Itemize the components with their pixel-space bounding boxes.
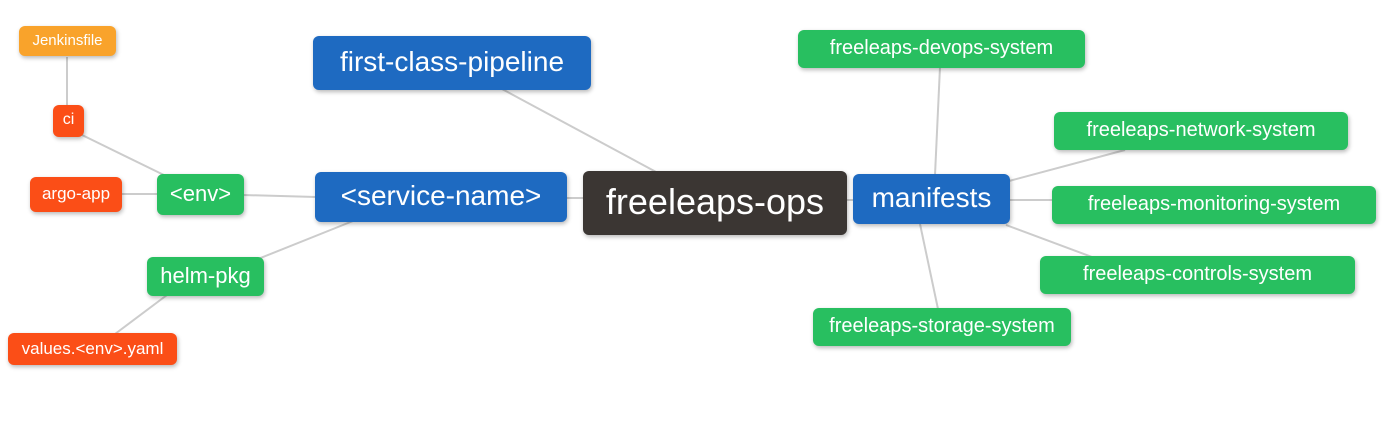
node-service-name[interactable]: <service-name> xyxy=(315,172,567,222)
node-first-class-pipeline[interactable]: first-class-pipeline xyxy=(313,36,591,90)
node-freeleaps-devops-system[interactable]: freeleaps-devops-system xyxy=(798,30,1085,68)
node-label: values.<env>.yaml xyxy=(21,338,164,358)
node-label: first-class-pipeline xyxy=(339,46,565,77)
node-argo-app[interactable]: argo-app xyxy=(30,177,122,212)
node-label: helm-pkg xyxy=(160,262,251,288)
node-label: <service-name> xyxy=(340,180,542,211)
edge-manifests-to-freeleaps-storage-system xyxy=(919,223,939,310)
edge-manifests-to-freeleaps-devops-system xyxy=(934,66,941,176)
edge-ci-to-env xyxy=(79,133,169,178)
node-helm-pkg[interactable]: helm-pkg xyxy=(147,257,264,296)
node-values-env-yaml[interactable]: values.<env>.yaml xyxy=(8,333,177,365)
node-manifests[interactable]: manifests xyxy=(853,174,1010,224)
node-label: argo-app xyxy=(41,184,111,203)
node-label: <env> xyxy=(169,180,232,206)
node-env[interactable]: <env> xyxy=(157,174,244,215)
node-label: freeleaps-controls-system xyxy=(1083,263,1312,285)
node-label: freeleaps-monitoring-system xyxy=(1087,193,1341,215)
node-label: manifests xyxy=(871,182,992,213)
edge-manifests-to-freeleaps-network-system xyxy=(1008,149,1126,182)
node-label: freeleaps-storage-system xyxy=(829,315,1055,337)
edge-helm-pkg-to-values-env-yaml xyxy=(114,294,168,335)
node-label: freeleaps-devops-system xyxy=(829,37,1054,59)
node-freeleaps-controls-system[interactable]: freeleaps-controls-system xyxy=(1040,256,1355,294)
node-label: freeleaps-network-system xyxy=(1086,119,1316,141)
edge-first-class-pipeline-to-freeleaps-ops xyxy=(501,88,659,174)
edge-env-to-service-name xyxy=(242,194,317,198)
node-label: Jenkinsfile xyxy=(32,31,103,49)
node-ci[interactable]: ci xyxy=(53,105,84,137)
node-freeleaps-ops[interactable]: freeleaps-ops xyxy=(583,171,847,235)
node-freeleaps-network-system[interactable]: freeleaps-network-system xyxy=(1054,112,1348,150)
node-freeleaps-storage-system[interactable]: freeleaps-storage-system xyxy=(813,308,1071,346)
edge-manifests-to-freeleaps-controls-system xyxy=(1005,224,1093,258)
node-freeleaps-monitoring-system[interactable]: freeleaps-monitoring-system xyxy=(1052,186,1376,224)
node-label: freeleaps-ops xyxy=(605,181,825,222)
node-jenkinsfile[interactable]: Jenkinsfile xyxy=(19,26,116,56)
edge-service-name-to-helm-pkg xyxy=(257,220,354,260)
node-label: ci xyxy=(62,111,75,128)
